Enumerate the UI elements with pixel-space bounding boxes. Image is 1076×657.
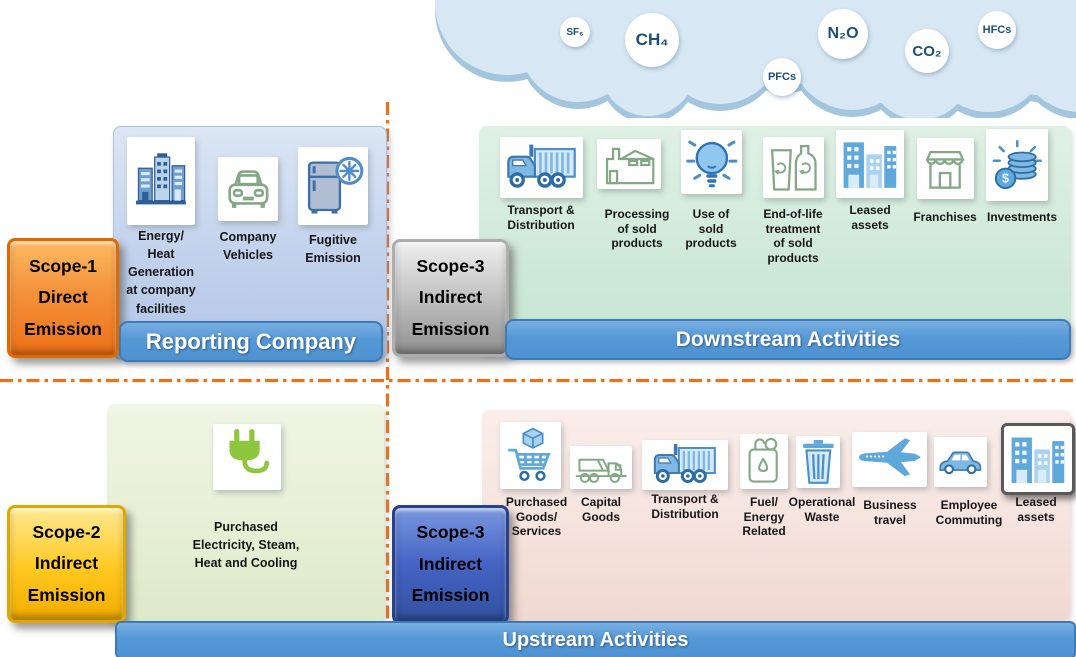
tile-caption: Leased assets: [1015, 495, 1057, 524]
purchased-goods-services-tile: [500, 422, 561, 489]
tile-caption: Transport & Distribution: [507, 203, 575, 232]
employee-commuting-tile: [934, 437, 987, 487]
city-buildings-icon: [131, 142, 191, 219]
truck-icon: [647, 443, 723, 487]
tile-caption: Leased assets: [849, 203, 891, 232]
upstream-activities-banner: Upstream Activities: [115, 621, 1076, 657]
tile-caption: Purchased Goods/ Services: [505, 495, 568, 539]
gas-bubble-ch4: CH₄: [625, 13, 679, 67]
tile-caption: Franchises: [913, 210, 977, 224]
gas-bubble-pfcs: PFCs: [763, 58, 801, 96]
refrigerator-icon: [302, 152, 364, 221]
cart-icon: [504, 426, 558, 485]
factory-icon: [601, 142, 657, 186]
scope2-indirect-emission-label: Scope-2 Indirect Emission: [7, 505, 126, 623]
transport-distribution-upstream-tile: [642, 440, 728, 490]
tile-caption: Company Vehicles: [219, 230, 277, 263]
tile-caption: End-of-life treatment of sold products: [763, 207, 823, 265]
dump-truck-icon: [574, 449, 629, 487]
energy-heat-generation-tile: [127, 137, 195, 225]
fugitive-emission-tile: [298, 147, 368, 225]
scope3-indirect-emission-downstream-label: Scope-3 Indirect Emission: [392, 239, 509, 357]
capital-goods-tile: [570, 446, 632, 489]
operational-waste-tile: [796, 436, 840, 488]
airplane-icon: [857, 435, 923, 483]
investments-tile: [986, 129, 1048, 201]
gas-bubble-co2: CO₂: [905, 29, 949, 73]
fuel-energy-related-tile: [740, 434, 788, 489]
ghg-cloud: [435, 0, 1076, 118]
downstream-activities-banner: Downstream Activities: [505, 319, 1071, 360]
purchased-electricity-tile: [213, 424, 281, 490]
horizontal-divider-line: [0, 378, 1076, 383]
reporting-company-banner: Reporting Company: [119, 321, 383, 362]
leased-assets-upstream-tile: [1001, 423, 1075, 495]
tile-caption: Fuel/ Energy Related: [742, 495, 786, 539]
buildings-icon: [1008, 430, 1068, 488]
leased-assets-tile: [836, 130, 904, 198]
tile-caption: Transport & Distribution: [651, 492, 719, 521]
business-travel-tile: [852, 432, 927, 487]
franchises-tile: [917, 138, 974, 199]
company-vehicles-tile: [218, 157, 278, 221]
tile-caption: Business travel: [863, 498, 917, 527]
coins-icon: [990, 133, 1045, 196]
scope2-caption: Purchased Electricity, Steam, Heat and C…: [192, 520, 300, 571]
transport-distribution-tile: [500, 137, 583, 198]
bulb-icon: [685, 134, 739, 190]
gas-bubble-hfcs: HFCs: [978, 11, 1016, 49]
trash-bin-icon: [799, 439, 838, 485]
processing-sold-products-tile: [597, 139, 661, 189]
gas-bubble-sf6: SF₆: [560, 17, 590, 47]
power-plug-icon: [217, 428, 277, 486]
car-side-icon: [937, 440, 984, 484]
car-front-icon: [222, 161, 275, 217]
tile-caption: Use of sold products: [685, 207, 737, 251]
scope1-direct-emission-label: Scope-1 Direct Emission: [7, 238, 119, 358]
tile-caption: Operational Waste: [788, 495, 856, 524]
tile-caption: Processing of sold products: [604, 207, 670, 251]
storefront-icon: [920, 142, 970, 196]
truck-icon: [505, 141, 578, 195]
tile-caption: Employee Commuting: [935, 498, 1003, 527]
use-of-sold-products-tile: [681, 130, 742, 194]
recycle-icon: [767, 141, 821, 195]
buildings-icon: [840, 134, 900, 194]
fuel-can-icon: [743, 437, 785, 485]
end-of-life-treatment-tile: [763, 137, 824, 198]
gas-bubble-n2o: N₂O: [818, 9, 868, 59]
scope3-indirect-emission-upstream-label: Scope-3 Indirect Emission: [392, 505, 509, 624]
vertical-divider-line: [385, 102, 390, 657]
tile-caption: Energy/ Heat Generation at company facil…: [126, 229, 196, 316]
tile-caption: Capital Goods: [580, 495, 621, 524]
tile-caption: Investments: [986, 210, 1058, 224]
tile-caption: Fugitive Emission: [305, 233, 361, 266]
